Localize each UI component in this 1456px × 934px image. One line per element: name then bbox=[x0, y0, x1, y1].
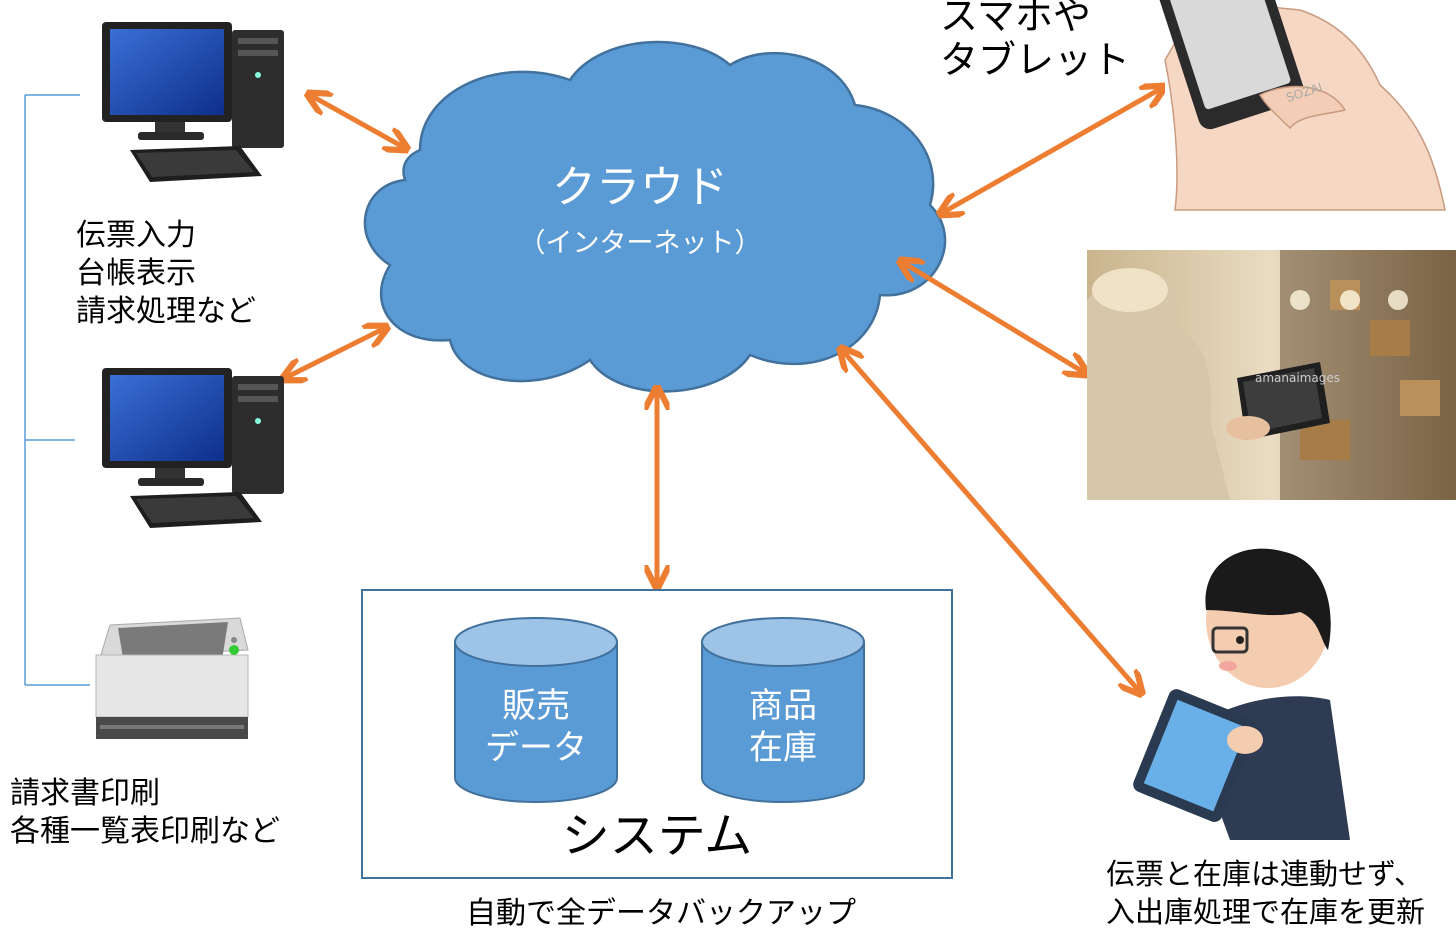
worker-caption-line-1: 伝票と在庫は連動せず、 bbox=[1106, 857, 1423, 891]
double-arrow-icon bbox=[842, 350, 1140, 692]
db2-label-line-1: 商品 bbox=[749, 686, 817, 726]
device-bracket bbox=[24, 94, 90, 686]
smartphone-caption-line-2: タブレット bbox=[940, 38, 1131, 82]
pc-caption-line-1: 伝票入力 bbox=[76, 218, 196, 253]
db1-label-line-2: データ bbox=[485, 728, 587, 768]
double-arrow-icon bbox=[942, 88, 1162, 213]
double-arrow-icon bbox=[285, 328, 385, 378]
photo-watermark-text: amanaimages bbox=[1255, 371, 1340, 385]
cloud-subtitle: （インターネット） bbox=[518, 228, 762, 259]
database-cylinder-icon bbox=[701, 617, 865, 803]
smartphone-hands-icon: SOZAI bbox=[1159, 0, 1446, 211]
smartphone-caption-line-1: スマホや bbox=[940, 0, 1091, 38]
pc-caption-line-2: 台帳表示 bbox=[76, 256, 196, 291]
printer-icon bbox=[95, 617, 249, 739]
cloud-icon bbox=[363, 40, 947, 393]
worker-caption-line-2: 入出庫処理で在庫を更新 bbox=[1106, 895, 1426, 929]
connection-arrows bbox=[285, 88, 1162, 692]
pc-caption-line-3: 請求処理など bbox=[76, 294, 256, 329]
cloud-title: クラウド bbox=[552, 162, 728, 213]
worker-tablet-illustration bbox=[1133, 548, 1350, 840]
desktop-pc-icon bbox=[102, 368, 284, 528]
printer-caption-line-1: 請求書印刷 bbox=[10, 776, 160, 811]
db1-label-line-1: 販売 bbox=[502, 686, 570, 726]
backup-caption: 自動で全データバックアップ bbox=[466, 896, 856, 931]
db2-label-line-2: 在庫 bbox=[749, 728, 817, 768]
double-arrow-icon bbox=[902, 262, 1085, 373]
warehouse-tablet-photo: amanaimages bbox=[1087, 250, 1456, 500]
database-cylinder-icon bbox=[454, 617, 618, 803]
desktop-pc-icon bbox=[102, 22, 284, 182]
double-arrow-icon bbox=[310, 95, 405, 148]
printer-caption-line-2: 各種一覧表印刷など bbox=[10, 814, 280, 849]
system-label: システム bbox=[561, 808, 753, 864]
